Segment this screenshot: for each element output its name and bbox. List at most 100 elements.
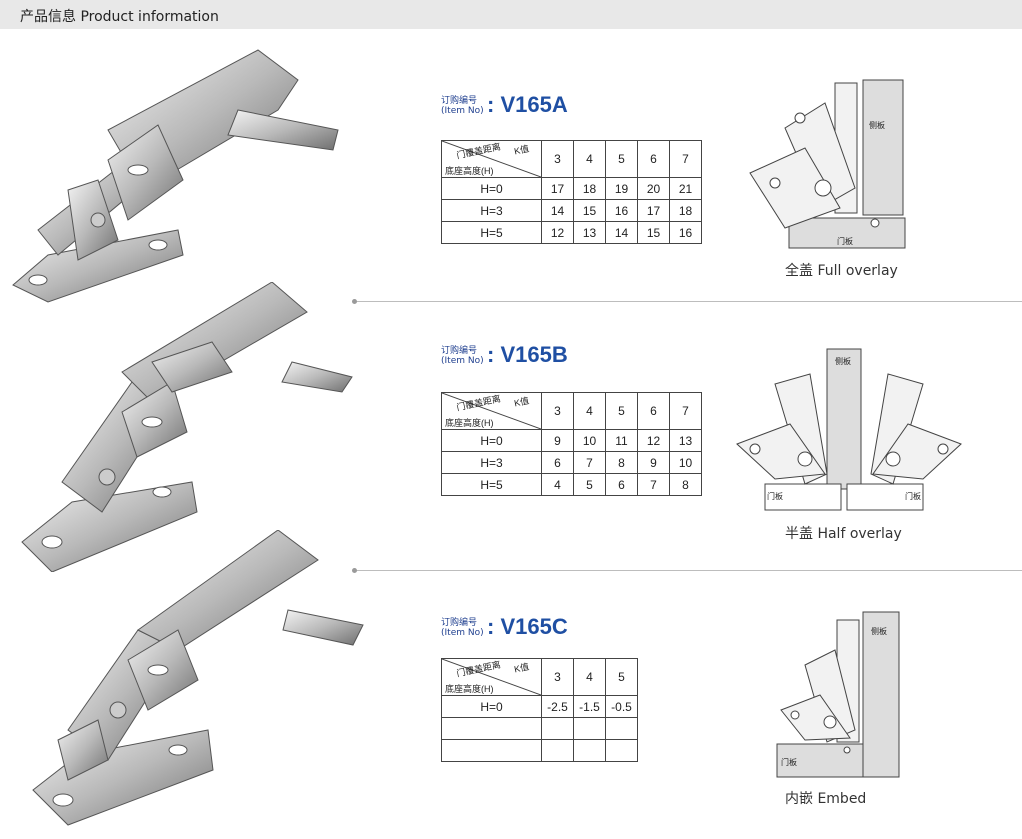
item-label-cn: 订购编号 — [441, 618, 478, 628]
table-row: H=0 9 10 11 12 13 — [441, 429, 702, 452]
table-cell: 5 — [573, 473, 606, 496]
overlay-caption: 半盖 Half overlay — [785, 526, 902, 542]
page-title: 产品信息 Product information — [20, 9, 219, 25]
table-cell — [541, 739, 574, 762]
door-panel-label: 门板 — [837, 236, 853, 246]
column-header: 4 — [573, 140, 606, 178]
product-code: : V165B — [487, 342, 568, 367]
column-header: 6 — [637, 392, 670, 430]
table-corner-header: 门覆盖距离 K值 底座高度(H) — [441, 392, 542, 430]
header-base-height: 底座高度(H) — [445, 684, 494, 694]
row-header: H=0 — [441, 429, 542, 452]
table-cell: 6 — [605, 473, 638, 496]
table-cell: 18 — [573, 177, 606, 200]
overlay-table-v165a: 门覆盖距离 K值 底座高度(H) 3 4 5 6 7 H=0 17 18 19 … — [441, 140, 702, 244]
column-header: 5 — [605, 392, 638, 430]
column-header: 3 — [541, 658, 574, 696]
table-cell: 17 — [637, 199, 670, 222]
table-cell: 8 — [669, 473, 702, 496]
row-header — [441, 717, 542, 740]
column-header: 7 — [669, 140, 702, 178]
row-header: H=0 — [441, 695, 542, 718]
header-bar: 产品信息 Product information — [0, 0, 1022, 29]
embed-diagram: 侧板 门板 — [776, 611, 900, 778]
table-cell: 17 — [541, 177, 574, 200]
table-cell: -2.5 — [541, 695, 574, 718]
column-header: 6 — [637, 140, 670, 178]
table-cell: 18 — [669, 199, 702, 222]
side-panel-label: 侧板 — [871, 626, 887, 636]
header-base-height: 底座高度(H) — [445, 166, 494, 176]
table-cell: 7 — [637, 473, 670, 496]
table-corner-header: 门覆盖距离 K值 底座高度(H) — [441, 140, 542, 178]
row-header: H=5 — [441, 473, 542, 496]
product-code: : V165A — [487, 92, 568, 117]
column-header: 3 — [541, 392, 574, 430]
column-header: 7 — [669, 392, 702, 430]
hinge-image-v165a — [12, 49, 339, 303]
table-cell — [573, 739, 606, 762]
column-header: 4 — [573, 392, 606, 430]
divider-dot — [352, 299, 357, 304]
table-cell: 12 — [637, 429, 670, 452]
table-cell: 13 — [669, 429, 702, 452]
table-cell: 14 — [605, 221, 638, 244]
table-row — [441, 739, 638, 762]
table-cell: 7 — [573, 451, 606, 474]
table-cell: 16 — [669, 221, 702, 244]
row-header — [441, 739, 542, 762]
table-cell: 14 — [541, 199, 574, 222]
table-cell: 12 — [541, 221, 574, 244]
overlay-caption: 全盖 Full overlay — [785, 263, 898, 279]
overlay-table-v165c: 门覆盖距离 K值 底座高度(H) 3 4 5 H=0 -2.5 -1.5 -0.… — [441, 658, 638, 762]
side-panel-label: 侧板 — [835, 356, 851, 366]
table-cell: 15 — [637, 221, 670, 244]
table-cell: -1.5 — [573, 695, 606, 718]
column-header: 3 — [541, 140, 574, 178]
table-cell: 13 — [573, 221, 606, 244]
half-overlay-diagram: 侧板 门板 门板 — [736, 348, 962, 511]
table-row: H=3 6 7 8 9 10 — [441, 451, 702, 474]
table-cell: 19 — [605, 177, 638, 200]
hinge-image-v165b — [21, 282, 353, 572]
item-label-en: (Item No) — [441, 106, 484, 116]
door-panel-label: 门板 — [905, 491, 921, 501]
column-header: 5 — [605, 658, 638, 696]
table-row: H=5 12 13 14 15 16 — [441, 221, 702, 244]
table-cell: 21 — [669, 177, 702, 200]
overlay-table-v165b: 门覆盖距离 K值 底座高度(H) 3 4 5 6 7 H=0 9 10 11 1… — [441, 392, 702, 496]
item-label-cn: 订购编号 — [441, 346, 478, 356]
full-overlay-diagram: 侧板 门板 — [749, 79, 906, 249]
table-row: H=5 4 5 6 7 8 — [441, 473, 702, 496]
door-panel-label: 门板 — [767, 491, 783, 501]
table-cell: 8 — [605, 451, 638, 474]
table-cell: 4 — [541, 473, 574, 496]
hinge-image-v165c — [32, 530, 364, 826]
table-cell — [605, 739, 638, 762]
header-base-height: 底座高度(H) — [445, 418, 494, 428]
row-header: H=3 — [441, 451, 542, 474]
door-panel-label: 门板 — [781, 757, 797, 767]
column-header: 4 — [573, 658, 606, 696]
row-header: H=5 — [441, 221, 542, 244]
table-cell: 11 — [605, 429, 638, 452]
table-corner-header: 门覆盖距离 K值 底座高度(H) — [441, 658, 542, 696]
table-row: H=0 17 18 19 20 21 — [441, 177, 702, 200]
table-cell: 9 — [541, 429, 574, 452]
table-cell: 10 — [573, 429, 606, 452]
table-cell: 9 — [637, 451, 670, 474]
table-cell: 6 — [541, 451, 574, 474]
table-cell: 20 — [637, 177, 670, 200]
table-cell: 10 — [669, 451, 702, 474]
item-label-en: (Item No) — [441, 356, 484, 366]
table-row: H=3 14 15 16 17 18 — [441, 199, 702, 222]
item-label-en: (Item No) — [441, 628, 484, 638]
row-header: H=3 — [441, 199, 542, 222]
product-code: : V165C — [487, 614, 568, 639]
table-row — [441, 717, 638, 740]
section-divider — [356, 570, 1022, 571]
divider-dot — [352, 568, 357, 573]
table-cell: 15 — [573, 199, 606, 222]
item-label-cn: 订购编号 — [441, 96, 478, 106]
table-cell: -0.5 — [605, 695, 638, 718]
